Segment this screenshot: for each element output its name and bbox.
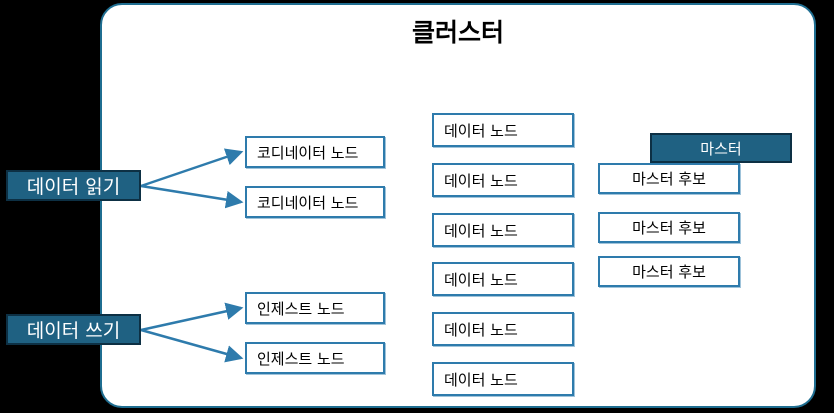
- data-node-4[interactable]: 데이터 노드: [432, 262, 574, 296]
- client-node-2[interactable]: 코디네이터 노드: [245, 186, 385, 218]
- client-node-3-label: 인제스트 노드: [257, 299, 345, 318]
- master-node[interactable]: 마스터: [650, 133, 792, 163]
- entrypoint-1-label: 데이터 읽기: [26, 176, 121, 198]
- data-node-4-label: 데이터 노드: [444, 270, 518, 289]
- master-candidate-2-label: 마스터 후보: [632, 219, 706, 237]
- master-candidate-3-label: 마스터 후보: [632, 263, 706, 281]
- client-node-3[interactable]: 인제스트 노드: [245, 292, 385, 324]
- master-candidate-3[interactable]: 마스터 후보: [598, 256, 740, 287]
- client-node-2-label: 코디네이터 노드: [257, 193, 359, 212]
- cluster-panel: [100, 3, 816, 408]
- data-node-5[interactable]: 데이터 노드: [432, 312, 574, 346]
- master-candidate-1-label: 마스터 후보: [632, 170, 706, 188]
- client-node-1[interactable]: 코디네이터 노드: [245, 136, 385, 168]
- entrypoint-2-label: 데이터 쓰기: [26, 320, 121, 342]
- data-node-3-label: 데이터 노드: [444, 221, 518, 240]
- data-node-2-label: 데이터 노드: [444, 171, 518, 190]
- master-candidate-2[interactable]: 마스터 후보: [598, 212, 740, 243]
- client-node-4-label: 인제스트 노드: [257, 349, 345, 368]
- cluster-title: 클러스터: [411, 18, 504, 47]
- entrypoint-1[interactable]: 데이터 읽기: [6, 170, 141, 201]
- master-candidate-1[interactable]: 마스터 후보: [598, 163, 740, 194]
- data-node-1-label: 데이터 노드: [444, 121, 518, 140]
- data-node-2[interactable]: 데이터 노드: [432, 163, 574, 197]
- data-node-6-label: 데이터 노드: [444, 370, 518, 389]
- data-node-1[interactable]: 데이터 노드: [432, 113, 574, 147]
- client-node-4[interactable]: 인제스트 노드: [245, 342, 385, 374]
- data-node-5-label: 데이터 노드: [444, 320, 518, 339]
- entrypoint-2[interactable]: 데이터 쓰기: [6, 314, 141, 345]
- data-node-6[interactable]: 데이터 노드: [432, 362, 574, 396]
- master-node-label: 마스터: [700, 139, 742, 158]
- data-node-3[interactable]: 데이터 노드: [432, 213, 574, 247]
- client-node-1-label: 코디네이터 노드: [257, 143, 359, 162]
